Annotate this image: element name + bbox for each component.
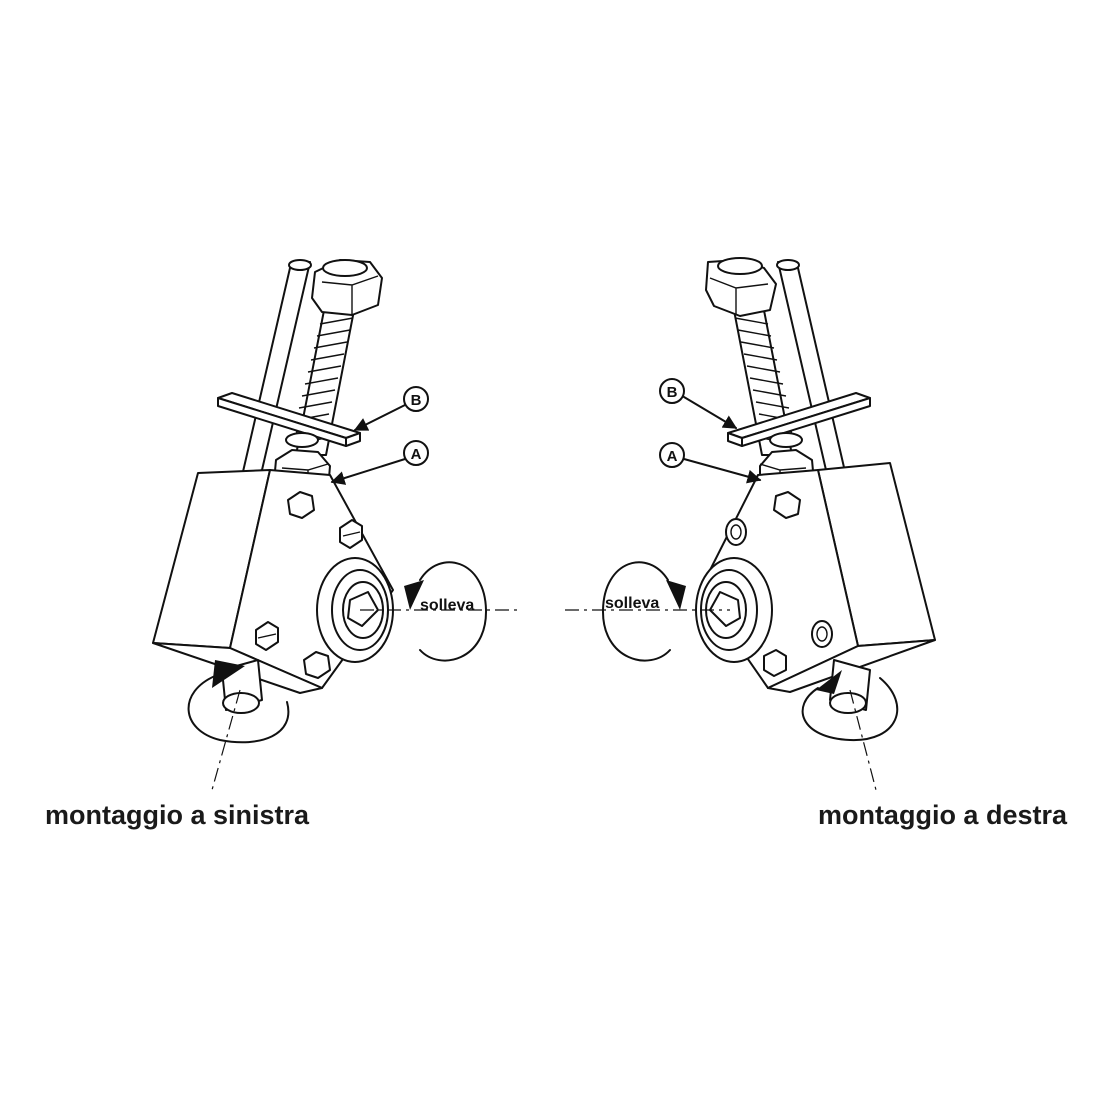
left-top-nut xyxy=(311,259,383,316)
left-bearing-flange xyxy=(316,557,394,663)
right-label-a: A xyxy=(667,448,678,465)
left-plate-b xyxy=(217,392,361,447)
left-callout-a: A xyxy=(330,440,429,485)
right-callout-b: B xyxy=(659,378,738,429)
left-shaft-arrowhead-icon xyxy=(212,660,245,688)
right-label-b: B xyxy=(667,384,678,401)
left-vertical-axis xyxy=(211,689,241,791)
right-solleva-label: solleva xyxy=(605,595,659,612)
right-bolt-heads xyxy=(725,491,833,677)
caption-left-mounting: montaggio a sinistra xyxy=(45,800,310,830)
right-vertical-axis xyxy=(849,689,877,791)
left-solleva-rotation-arrow: solleva xyxy=(404,561,488,662)
left-bolt-heads xyxy=(255,491,363,679)
left-label-b: B xyxy=(411,392,422,409)
right-solleva-arrowhead-icon xyxy=(666,580,686,610)
right-shaft-arrowhead-icon xyxy=(816,670,842,694)
caption-right-mounting: montaggio a destra xyxy=(817,800,1067,830)
right-shaft-rotation-arrow xyxy=(801,670,899,742)
right-top-nut xyxy=(705,257,777,317)
left-solleva-arrowhead-icon xyxy=(404,580,424,610)
right-callout-a: A xyxy=(659,442,762,484)
right-solleva-rotation-arrow: solleva xyxy=(601,561,686,662)
right-plate-b xyxy=(727,392,871,447)
left-shaft-rotation-arrow xyxy=(187,660,290,744)
right-jack-assembly: solleva B A xyxy=(565,257,936,791)
left-solleva-label: solleva xyxy=(420,597,474,614)
left-output-shaft xyxy=(221,659,263,714)
left-label-a: A xyxy=(411,446,422,463)
left-jack-assembly: solleva B A xyxy=(152,259,520,791)
left-callout-b: B xyxy=(353,386,429,431)
